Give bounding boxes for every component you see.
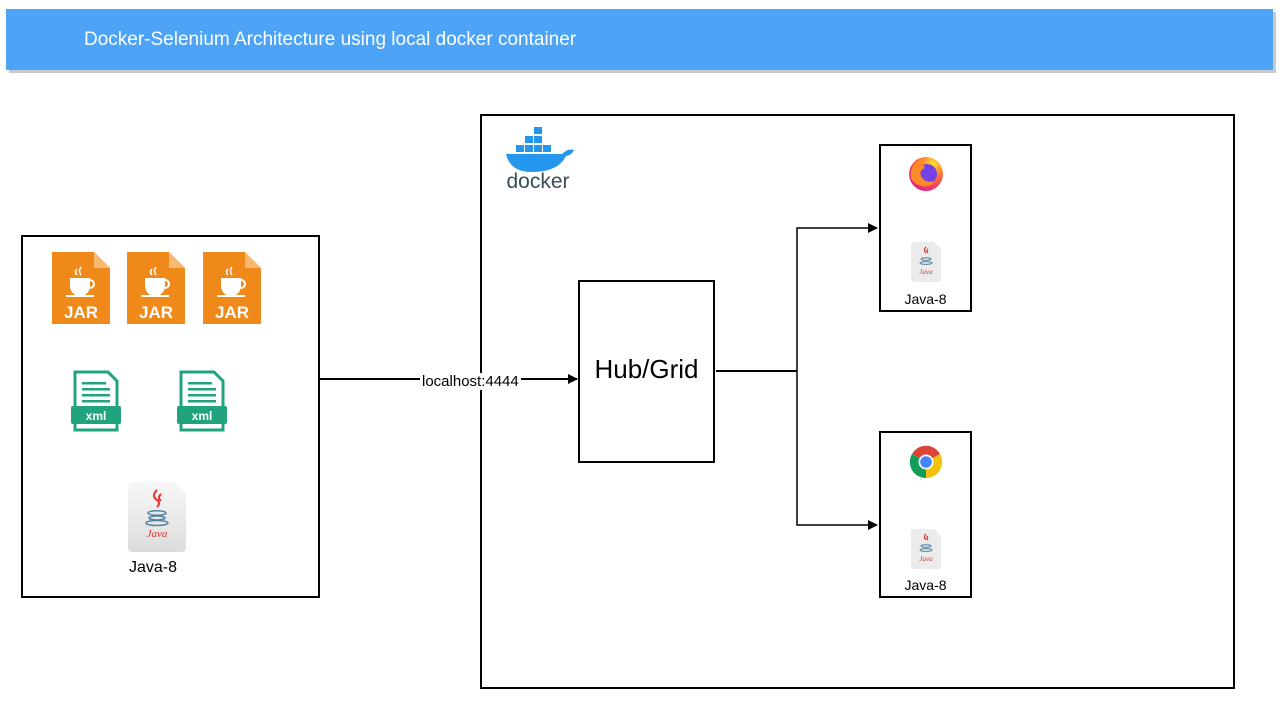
jar-label: JAR bbox=[64, 303, 98, 322]
hub-grid-label: Hub/Grid bbox=[594, 354, 699, 384]
chrome-icon bbox=[909, 445, 943, 479]
xml-label: xml bbox=[86, 409, 107, 423]
connection-label: localhost:4444 bbox=[420, 373, 521, 390]
node-java-label: Java-8 bbox=[904, 577, 947, 593]
java-icon: Java bbox=[910, 529, 942, 569]
firefox-node-box: Java Java-8 bbox=[879, 144, 972, 312]
node-java-label: Java-8 bbox=[904, 291, 947, 307]
xml-file-icon: xml bbox=[70, 370, 122, 432]
page-title: Docker-Selenium Architecture using local… bbox=[84, 29, 577, 50]
jar-label: JAR bbox=[215, 303, 249, 322]
java-icon: Java bbox=[126, 482, 188, 552]
client-java-label: Java-8 bbox=[129, 559, 178, 576]
java-icon: Java bbox=[910, 242, 942, 282]
docker-logo: docker bbox=[500, 125, 582, 193]
firefox-icon bbox=[906, 154, 946, 194]
jar-file-icon: JAR bbox=[50, 250, 112, 326]
jar-file-icon: JAR bbox=[125, 250, 187, 326]
chrome-node-box: Java Java-8 bbox=[879, 431, 972, 598]
header-bar: Docker-Selenium Architecture using local… bbox=[6, 9, 1273, 70]
java-icon-text: Java bbox=[919, 555, 933, 563]
hub-grid-box: Hub/Grid bbox=[578, 280, 715, 463]
docker-logo-text: docker bbox=[506, 170, 569, 193]
java-icon-text: Java bbox=[147, 528, 168, 540]
jar-file-icon: JAR bbox=[201, 250, 263, 326]
xml-file-icon: xml bbox=[176, 370, 228, 432]
java-icon-text: Java bbox=[919, 268, 933, 276]
xml-label: xml bbox=[192, 409, 213, 423]
jar-label: JAR bbox=[139, 303, 173, 322]
